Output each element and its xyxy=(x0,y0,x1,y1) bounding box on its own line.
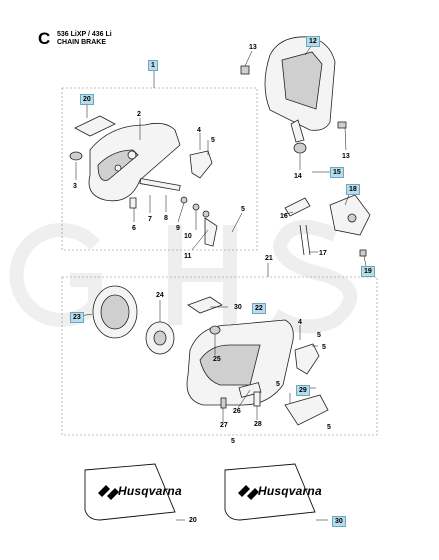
callout-5-lower-a: 5 xyxy=(317,332,321,339)
callout-13-top: 13 xyxy=(249,44,257,51)
callout-5-mid: 5 xyxy=(241,206,245,213)
bushing-14 xyxy=(293,142,307,154)
brake-mechanism-18 xyxy=(329,194,371,236)
cover-plate-29 xyxy=(284,394,329,426)
leader-lines xyxy=(75,44,367,521)
callout-23: 23 xyxy=(70,312,84,323)
callout-13-right: 13 xyxy=(342,153,350,160)
callout-27: 27 xyxy=(220,422,228,429)
callout-15: 15 xyxy=(330,167,344,178)
callout-29: 29 xyxy=(296,385,310,396)
callout-16: 16 xyxy=(280,213,288,220)
brake-spring-4 xyxy=(189,150,213,179)
screw-13b xyxy=(337,121,347,129)
callout-5-upper: 5 xyxy=(211,137,215,144)
callout-17: 17 xyxy=(319,250,327,257)
callout-6: 6 xyxy=(132,225,136,232)
decal-20-brand-text: Husqvarna xyxy=(118,484,182,498)
callout-8: 8 xyxy=(164,215,168,222)
plate-28 xyxy=(253,391,261,407)
decal-piece-20 xyxy=(74,115,116,137)
callout-4-lower: 4 xyxy=(298,319,302,326)
decal-30-panel xyxy=(224,463,316,521)
callout-7: 7 xyxy=(148,216,152,223)
brake-handle-housing xyxy=(88,122,181,202)
bolt-25 xyxy=(209,325,221,335)
callout-5-lower-c: 5 xyxy=(276,381,280,388)
callout-5-bottom-b: 5 xyxy=(327,424,331,431)
callout-20: 20 xyxy=(80,94,94,105)
screw-13a xyxy=(240,65,250,75)
callout-4: 4 xyxy=(197,127,201,134)
diagram-title: CHAIN BRAKE xyxy=(57,39,106,46)
callout-30-mid: 30 xyxy=(234,304,242,311)
callout-21: 21 xyxy=(265,255,273,262)
section-letter: C xyxy=(38,29,51,48)
spring-4-lower xyxy=(294,343,320,375)
callout-19: 19 xyxy=(361,266,375,277)
callout-14: 14 xyxy=(294,173,302,180)
spring-disc-24 xyxy=(145,321,175,355)
starter-ring-23 xyxy=(92,285,138,339)
callout-9: 9 xyxy=(176,225,180,232)
callout-5-lower-b: 5 xyxy=(322,344,326,351)
hand-guard-12 xyxy=(264,36,336,143)
callout-3: 3 xyxy=(73,183,77,190)
decal-20-panel xyxy=(84,463,176,521)
brake-lever-11 xyxy=(204,217,218,247)
callout-10: 10 xyxy=(184,233,192,240)
callout-5-bottom-a: 5 xyxy=(231,438,235,445)
washer-3 xyxy=(69,151,83,161)
callout-18: 18 xyxy=(346,184,360,195)
callout-30-decal: 30 xyxy=(332,516,346,527)
screw-19 xyxy=(359,249,367,257)
callout-25: 25 xyxy=(213,356,221,363)
callout-1: 1 xyxy=(148,60,158,71)
screw-6 xyxy=(129,197,137,209)
decal-30-brand-text: Husqvarna xyxy=(258,484,322,498)
callout-24: 24 xyxy=(156,292,164,299)
callout-22: 22 xyxy=(252,303,266,314)
model-name: 536 LiXP / 436 Li xyxy=(57,31,112,38)
callout-26: 26 xyxy=(233,408,241,415)
diagram-header: 536 LiXP / 436 Li CHAIN BRAKE xyxy=(57,31,112,47)
callout-28: 28 xyxy=(254,421,262,428)
assembly-group-1-outline xyxy=(61,87,258,251)
callout-11: 11 xyxy=(184,253,192,260)
callout-20-decal: 20 xyxy=(189,517,197,524)
callout-2: 2 xyxy=(137,111,141,118)
pin-7-8-9-10 xyxy=(139,178,210,218)
decal-piece-30 xyxy=(187,296,223,314)
assembly-group-21-outline xyxy=(61,276,378,436)
callout-12: 12 xyxy=(306,36,320,47)
screw-27 xyxy=(220,397,227,409)
